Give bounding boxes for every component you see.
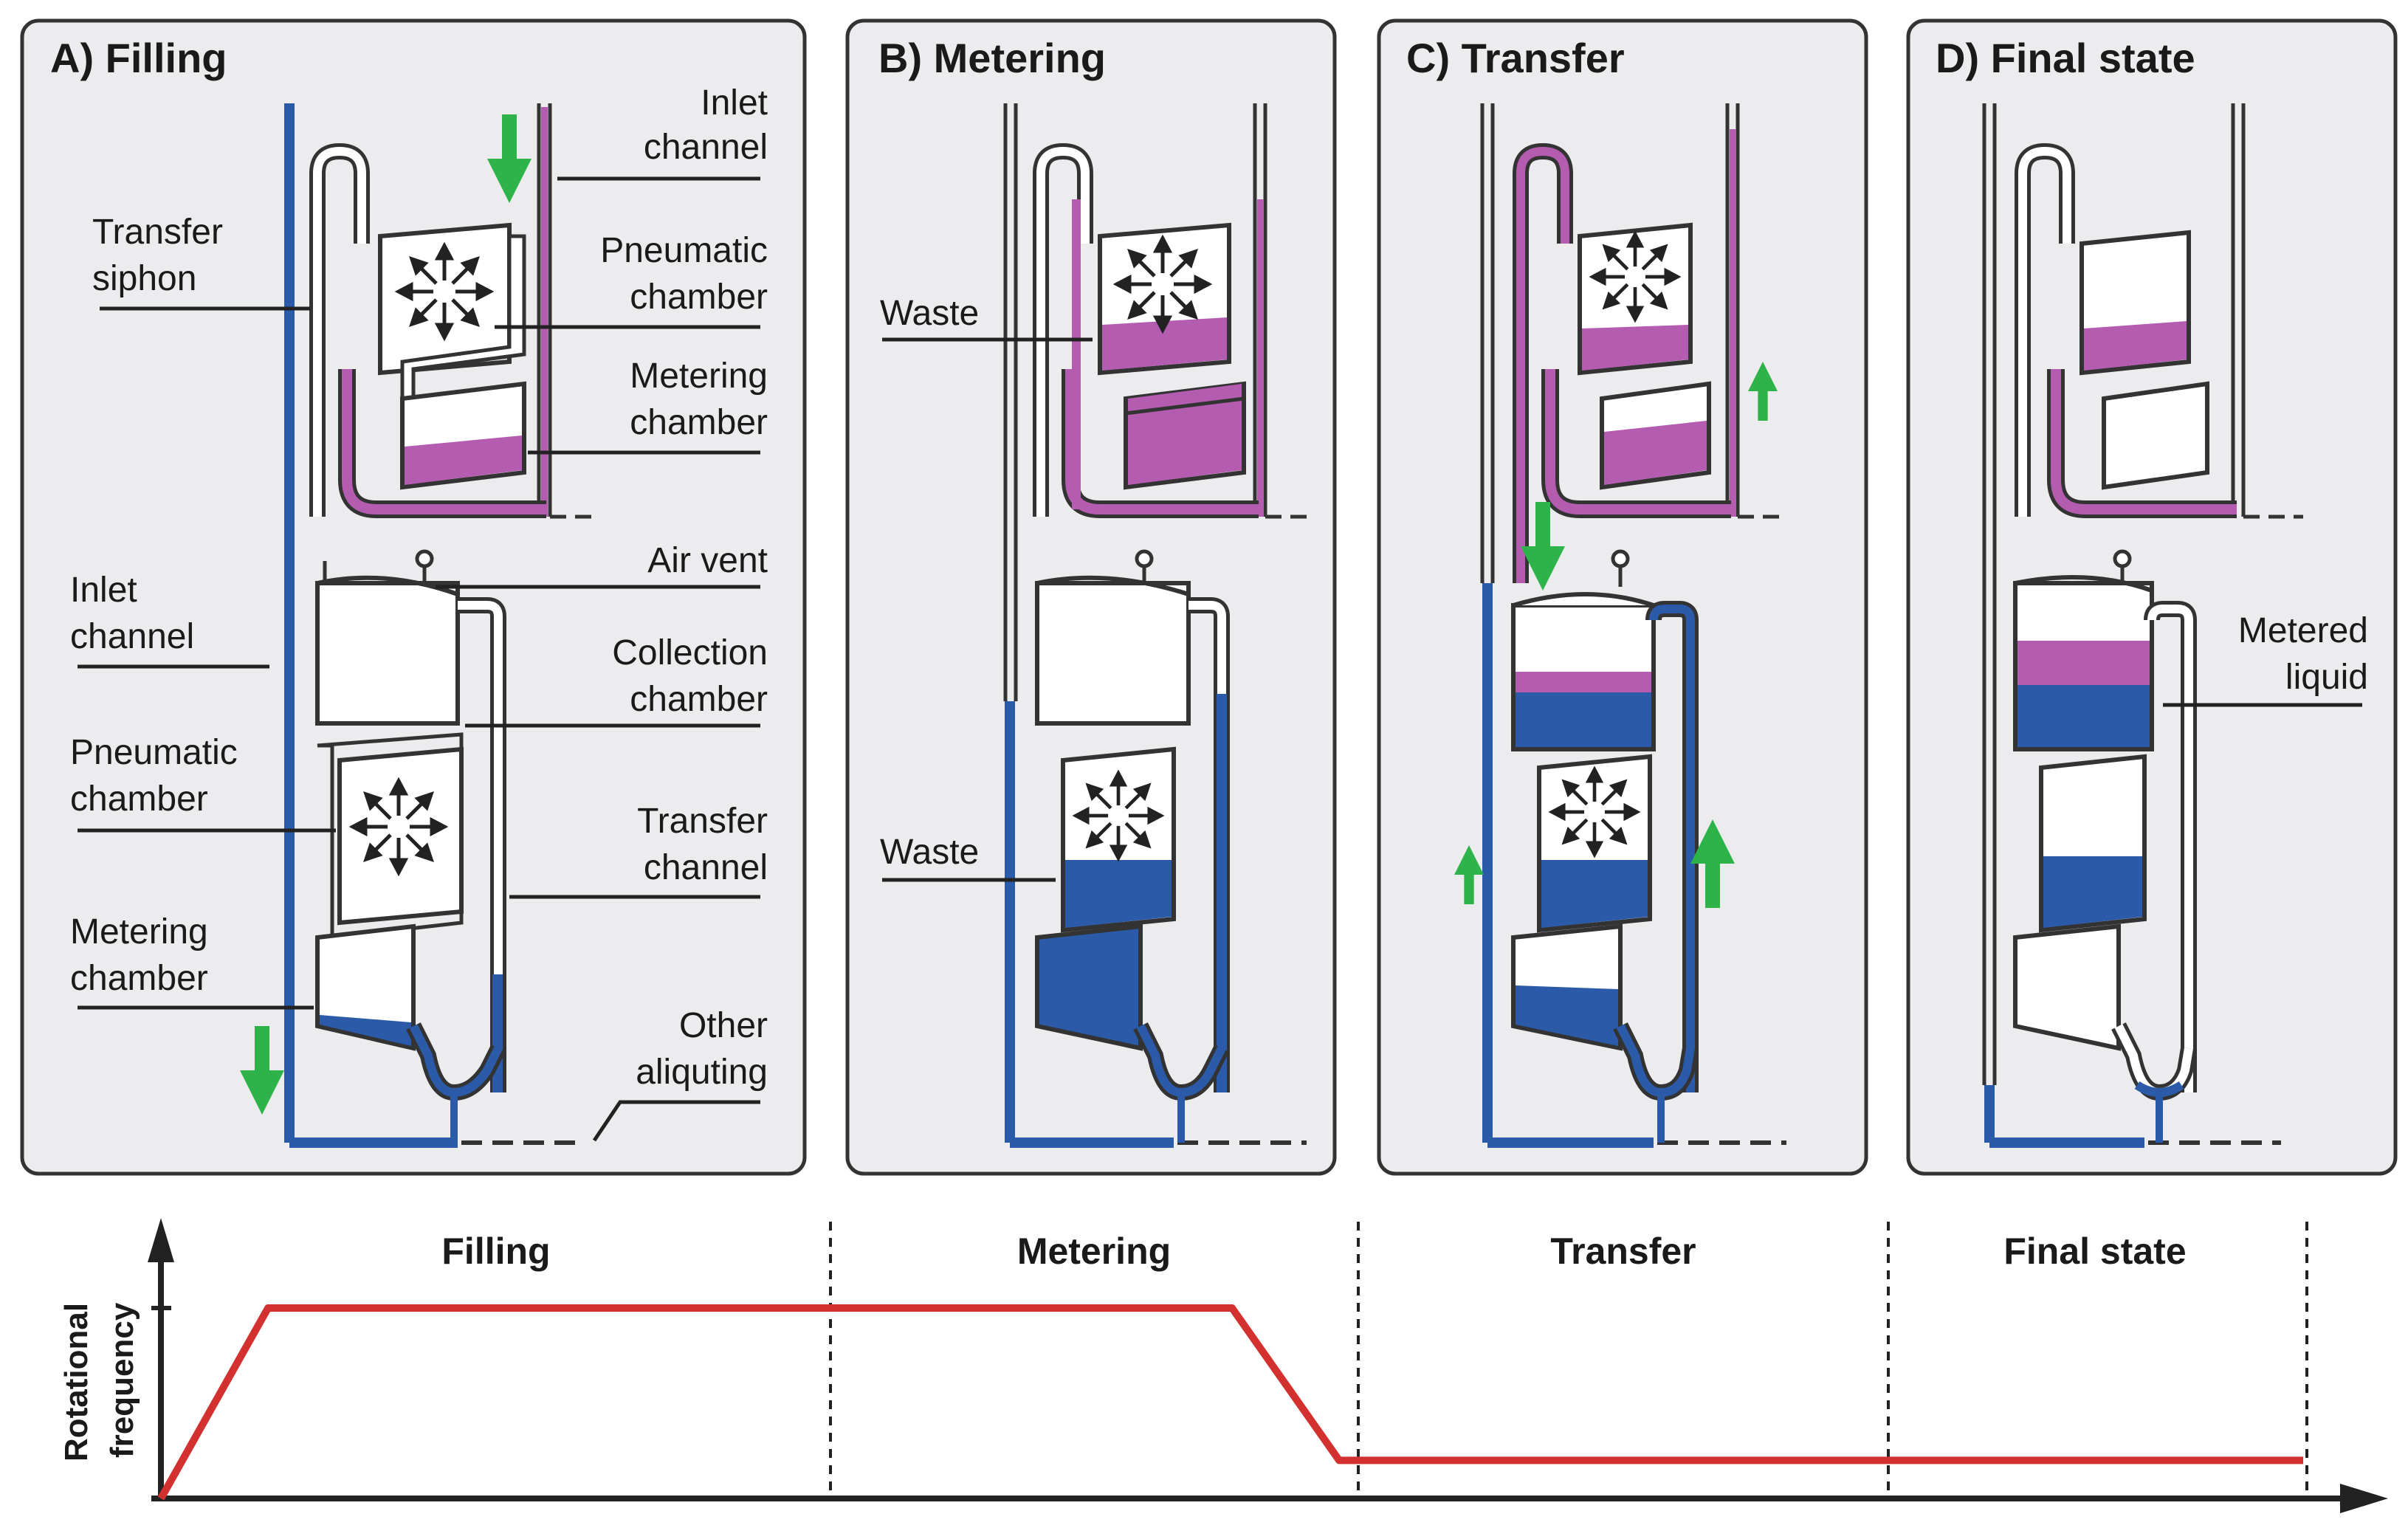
svg-text:Metering: Metering <box>70 912 208 951</box>
panel-a: A) Filling <box>20 18 807 1176</box>
svg-text:Transfer: Transfer <box>637 802 768 841</box>
phase-label-3: Transfer <box>1550 1231 1696 1272</box>
panel-c-title: C) Transfer <box>1406 35 1625 81</box>
svg-text:siphon: siphon <box>92 259 196 298</box>
pneumatic-chamber-bottom <box>337 746 464 926</box>
svg-text:chamber: chamber <box>70 959 208 998</box>
waste-label-bottom: Waste <box>880 833 979 872</box>
svg-text:channel: channel <box>70 617 194 656</box>
svg-text:Transfer: Transfer <box>92 213 223 252</box>
panel-b-title: B) Metering <box>878 35 1106 81</box>
frequency-series-line <box>157 1304 2303 1501</box>
panel-d: D) Final state Metered liquid <box>1906 18 2398 1176</box>
svg-text:Inlet: Inlet <box>70 571 137 610</box>
svg-text:Inlet: Inlet <box>701 83 768 123</box>
svg-text:chamber: chamber <box>630 680 768 719</box>
y-axis-label-1: Rotational <box>58 1303 94 1462</box>
waste-label-top: Waste <box>880 294 979 333</box>
panel-c: C) Transfer <box>1377 18 1868 1176</box>
panel-d-title: D) Final state <box>1936 35 2195 81</box>
phase-label-4: Final state <box>2003 1231 2186 1272</box>
panel-a-title: A) Filling <box>50 35 227 81</box>
svg-text:channel: channel <box>644 848 768 887</box>
metered-label-2: liquid <box>2285 658 2368 697</box>
svg-text:Other: Other <box>679 1006 768 1045</box>
svg-text:Pneumatic: Pneumatic <box>70 733 238 772</box>
svg-text:chamber: chamber <box>630 403 768 442</box>
svg-text:chamber: chamber <box>630 278 768 317</box>
svg-text:Metering: Metering <box>630 357 768 396</box>
y-axis-label-2: frequency <box>104 1302 140 1458</box>
phase-label-2: Metering <box>1017 1231 1171 1272</box>
svg-text:Air vent: Air vent <box>647 541 768 580</box>
x-axis-arrow <box>2340 1484 2388 1513</box>
metered-label-1: Metered <box>2238 611 2368 650</box>
y-axis-arrow <box>148 1218 174 1262</box>
rotational-frequency-plot: Rotational frequency Filling Metering Tran… <box>58 1218 2388 1513</box>
phase-label-1: Filling <box>441 1231 550 1272</box>
svg-text:Pneumatic: Pneumatic <box>600 231 768 270</box>
panel-b: B) Metering Waste <box>845 18 1337 1176</box>
svg-text:aliquting: aliquting <box>636 1053 768 1092</box>
panel-a-labels: Inlet channel Transfer siphon Pneumatic … <box>70 83 768 1142</box>
svg-text:Collection: Collection <box>612 633 768 672</box>
svg-text:channel: channel <box>644 128 768 167</box>
svg-text:chamber: chamber <box>70 780 208 819</box>
